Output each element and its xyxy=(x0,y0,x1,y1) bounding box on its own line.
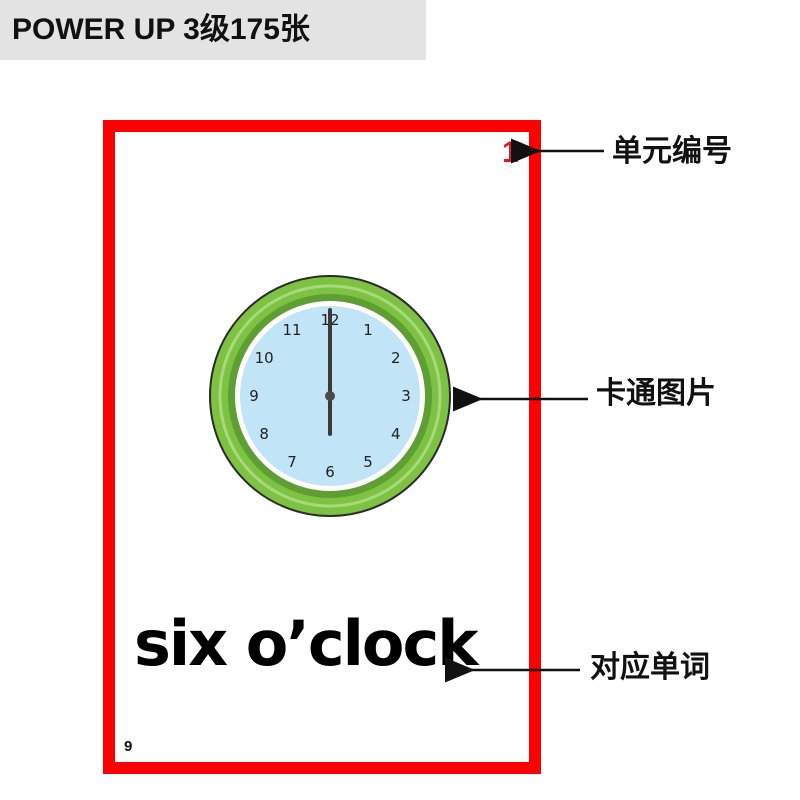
unit-number: 1 xyxy=(502,136,519,169)
flashcard-word: six o’clock xyxy=(134,607,478,680)
page-title: POWER UP 3级175张 xyxy=(12,13,310,46)
clock-numeral-9: 9 xyxy=(249,387,259,405)
clock-numeral-1: 1 xyxy=(363,321,373,339)
clock-numerals: 121234567891011 xyxy=(249,311,411,481)
title-bar: POWER UP 3级175张 xyxy=(0,0,426,60)
clock-numeral-11: 11 xyxy=(282,321,301,339)
clock-numeral-6: 6 xyxy=(325,463,335,481)
clock-numeral-7: 7 xyxy=(287,453,297,471)
unit-number-callout: 单元编号 xyxy=(612,134,732,169)
word-callout: 对应单词 xyxy=(590,650,710,685)
clock-numeral-10: 10 xyxy=(255,349,274,367)
picture-callout: 卡通图片 xyxy=(596,376,716,411)
page-number: 9 xyxy=(124,738,133,755)
clock-illustration: 121234567891011 xyxy=(209,275,451,517)
clock-numeral-3: 3 xyxy=(401,387,411,405)
clock-numeral-4: 4 xyxy=(391,425,401,443)
clock-center-pin xyxy=(325,391,335,401)
clock-numeral-2: 2 xyxy=(391,349,401,367)
clock-numeral-5: 5 xyxy=(363,453,373,471)
clock-numeral-8: 8 xyxy=(259,425,269,443)
